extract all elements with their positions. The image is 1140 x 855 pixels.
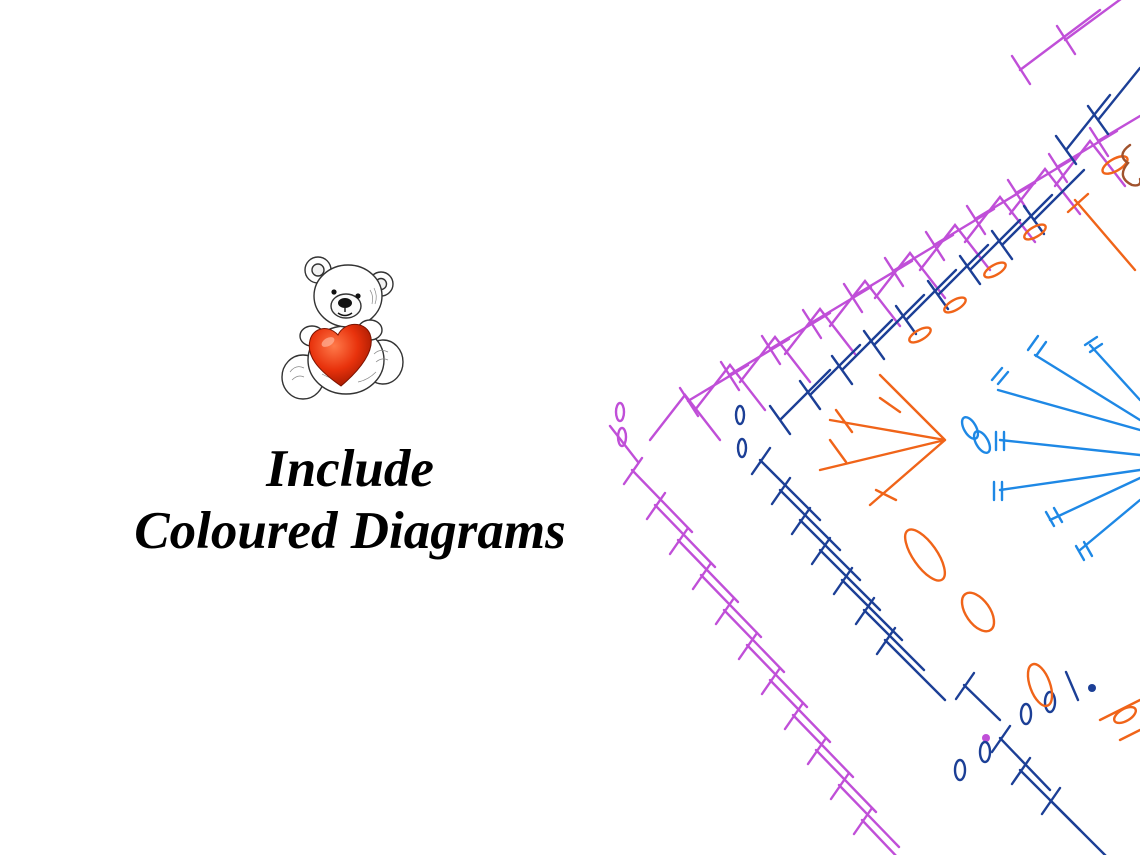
headline: Include Coloured Diagrams	[100, 438, 600, 562]
teddy-bear-with-heart-icon	[281, 256, 404, 400]
headline-line-1: Include	[266, 440, 434, 498]
headline-line-2: Coloured Diagrams	[134, 502, 566, 560]
crochet-chart-icon	[608, 0, 1140, 855]
